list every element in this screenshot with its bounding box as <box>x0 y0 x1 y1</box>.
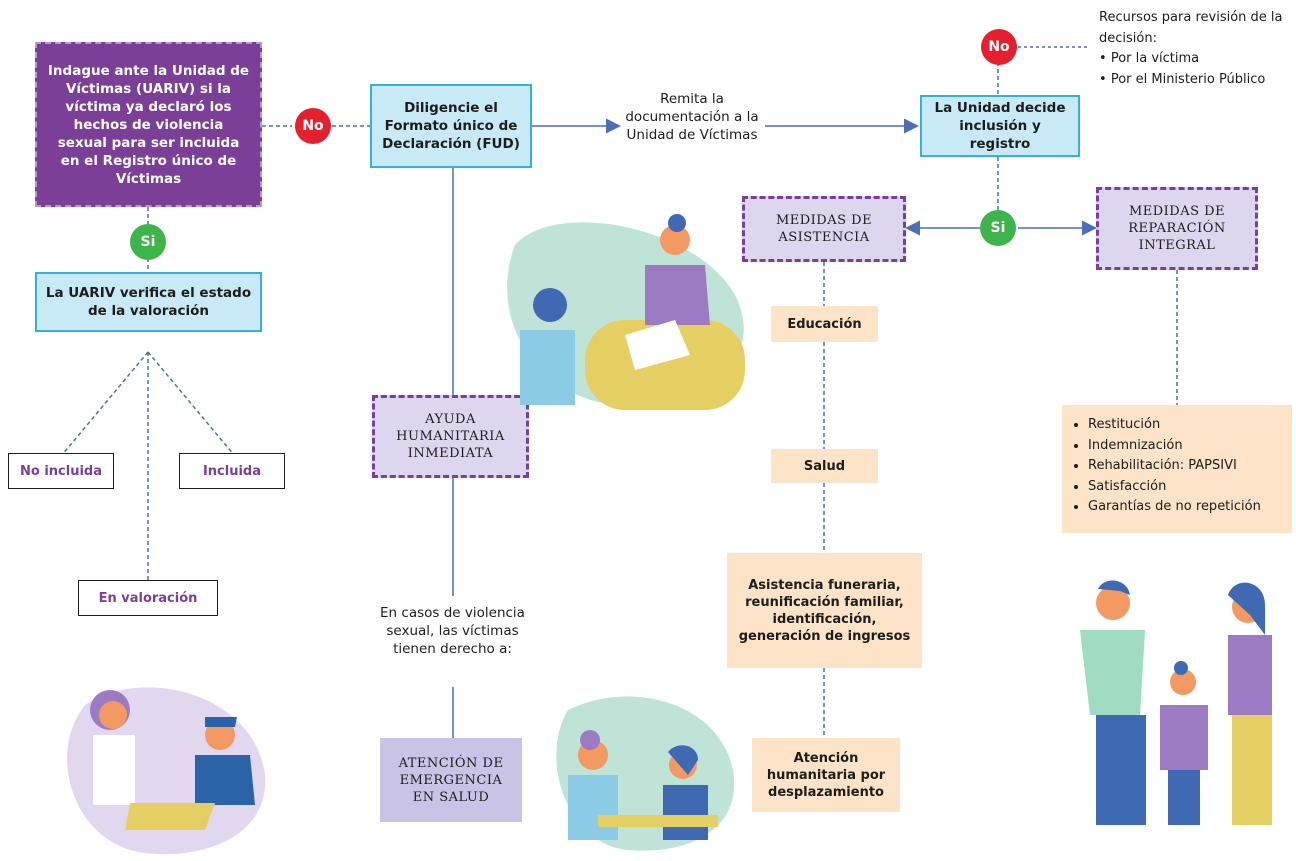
no-badge-top: No <box>981 29 1017 65</box>
indague-text: Indague ante la Unidad de Víctimas (UARI… <box>47 62 250 187</box>
si-badge-left: Si <box>130 224 166 260</box>
no-incluida-text: No incluida <box>20 463 102 479</box>
atencion-emergencia-box: ATENCIÓN DE EMERGENCIA EN SALUD <box>380 738 522 822</box>
diligencie-text: Diligencie el Formato único de Declaraci… <box>382 100 520 152</box>
medidas-reparacion-box: MEDIDAS DE REPARACIÓN INTEGRAL <box>1096 187 1258 270</box>
connector-line <box>147 351 235 456</box>
en-valoracion-text: En valoración <box>98 590 198 606</box>
recursos-title: Recursos para revisión de la decisión: <box>1099 10 1283 46</box>
atencion-humanitaria-box: Atención humanitaria por desplazamiento <box>752 738 900 812</box>
reparacion-item: Rehabilitación: PAPSIVI <box>1088 456 1284 477</box>
recursos-block: Recursos para revisión de la decisión: •… <box>1099 8 1294 90</box>
asistencia-funeraria-box: Asistencia funeraria, reunificación fami… <box>727 553 922 668</box>
remita-text: Remita la documentación a la Unidad de V… <box>625 91 759 143</box>
uariv-verifica-text: La UARIV verifica el estado de la valora… <box>45 285 252 319</box>
atencion-emergencia-text: ATENCIÓN DE EMERGENCIA EN SALUD <box>398 755 504 805</box>
reparacion-list: Restitución Indemnización Rehabilitación… <box>1062 405 1292 533</box>
unidad-decide-text: La Unidad decide inclusión y registro <box>934 100 1066 152</box>
ayuda-humanitaria-box: AYUDA HUMANITARIA INMEDIATA <box>372 395 529 478</box>
uariv-verifica-box: La UARIV verifica el estado de la valora… <box>35 272 262 332</box>
incluida-box: Incluida <box>179 453 285 489</box>
asistencia-funeraria-text: Asistencia funeraria, reunificación fami… <box>738 577 911 644</box>
unidad-decide-box: La Unidad decide inclusión y registro <box>920 95 1080 157</box>
reparacion-item: Garantías de no repetición <box>1088 497 1284 518</box>
reparacion-item: Satisfacción <box>1088 477 1284 498</box>
educacion-text: Educación <box>787 316 862 332</box>
si-label: Si <box>990 220 1006 236</box>
connector-line <box>61 351 149 456</box>
diligencie-box: Diligencie el Formato único de Declaraci… <box>370 84 532 168</box>
two-women-meeting-illustration <box>507 214 745 410</box>
si-badge-right: Si <box>980 210 1016 246</box>
no-label: No <box>988 39 1010 55</box>
no-badge-left: No <box>295 108 331 144</box>
incluida-text: Incluida <box>202 463 262 479</box>
woman-and-officer-illustration <box>67 687 266 855</box>
indague-box: Indague ante la Unidad de Víctimas (UARI… <box>35 42 262 207</box>
reparacion-item: Indemnización <box>1088 436 1284 457</box>
medidas-asistencia-text: MEDIDAS DE ASISTENCIA <box>775 213 873 245</box>
women-at-table-illustration <box>556 696 735 851</box>
medidas-reparacion-text: MEDIDAS DE REPARACIÓN INTEGRAL <box>1128 204 1226 253</box>
no-incluida-box: No incluida <box>8 453 114 489</box>
no-label: No <box>302 118 324 134</box>
family-illustration <box>1080 580 1272 825</box>
medidas-asistencia-box: MEDIDAS DE ASISTENCIA <box>742 196 906 262</box>
ayuda-text: AYUDA HUMANITARIA INMEDIATA <box>396 412 505 461</box>
atencion-humanitaria-text: Atención humanitaria por desplazamiento <box>766 750 886 800</box>
educacion-box: Educación <box>771 306 878 342</box>
si-label: Si <box>140 234 156 250</box>
recursos-item: • Por la víctima <box>1099 51 1200 66</box>
en-valoracion-box: En valoración <box>78 580 218 616</box>
salud-box: Salud <box>771 449 878 483</box>
salud-text: Salud <box>803 458 846 474</box>
en-casos-text: En casos de violencia sexual, las víctim… <box>380 605 525 657</box>
recursos-item: • Por el Ministerio Público <box>1099 71 1266 87</box>
reparacion-item: Restitución <box>1088 415 1284 436</box>
